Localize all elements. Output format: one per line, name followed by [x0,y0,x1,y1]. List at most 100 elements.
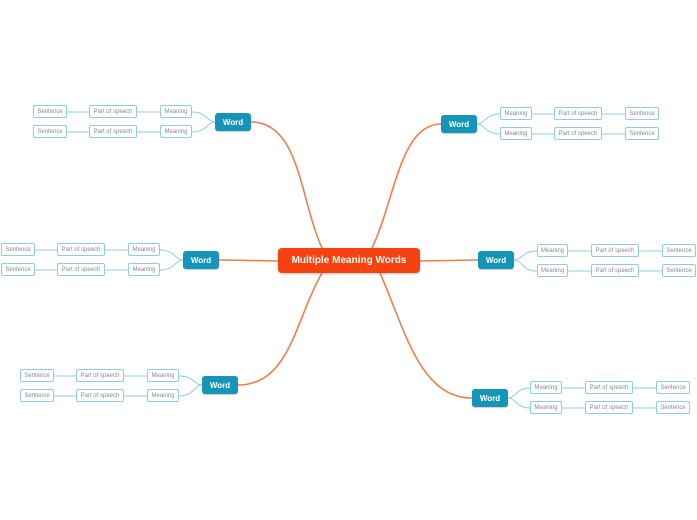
part-of-speech-label: Part of speech [558,130,598,137]
meaning-node[interactable]: Meaning [128,263,160,276]
word-node-bottom-right[interactable]: Word [472,389,508,407]
word-node-bottom-left[interactable]: Word [202,376,238,394]
meaning-node[interactable]: Meaning [128,243,160,256]
part-of-speech-node[interactable]: Part of speech [585,381,633,394]
part-of-speech-node[interactable]: Part of speech [89,125,137,138]
meaning-node[interactable]: Meaning [530,381,562,394]
part-of-speech-node[interactable]: Part of speech [554,107,602,120]
sentence-label: Sentence [24,372,50,379]
part-of-speech-label: Part of speech [589,384,629,391]
sentence-label: Sentence [660,404,686,411]
part-of-speech-label: Part of speech [80,372,120,379]
sentence-node[interactable]: Sentence [662,264,696,277]
meaning-node[interactable]: Meaning [500,127,532,140]
main-link-top-right [371,123,442,249]
sentence-label: Sentence [629,110,655,117]
meaning-label: Meaning [504,110,528,117]
sentence-label: Sentence [629,130,655,137]
sentence-label: Sentence [37,128,63,135]
central-topic-label: Multiple Meaning Words [291,255,407,266]
part-of-speech-node[interactable]: Part of speech [76,369,124,382]
part-of-speech-label: Part of speech [61,266,101,273]
main-link-bottom-left [237,272,323,386]
part-of-speech-node[interactable]: Part of speech [76,389,124,402]
sentence-node[interactable]: Sentence [1,243,35,256]
part-of-speech-label: Part of speech [589,404,629,411]
sub-link [513,259,538,272]
sub-link [476,123,501,135]
meaning-label: Meaning [540,267,564,274]
meaning-node[interactable]: Meaning [500,107,532,120]
part-of-speech-node[interactable]: Part of speech [57,243,105,256]
sentence-node[interactable]: Sentence [625,127,659,140]
sub-link [476,113,501,125]
sentence-node[interactable]: Sentence [662,244,696,257]
sub-link [159,259,184,271]
meaning-node[interactable]: Meaning [160,105,192,118]
sentence-node[interactable]: Sentence [656,381,690,394]
sentence-node[interactable]: Sentence [1,263,35,276]
main-link-middle-right [419,259,479,262]
meaning-label: Meaning [534,384,558,391]
meaning-label: Meaning [540,247,564,254]
meaning-label: Meaning [151,392,175,399]
central-topic[interactable]: Multiple Meaning Words [278,248,420,273]
sentence-node[interactable]: Sentence [625,107,659,120]
part-of-speech-label: Part of speech [93,108,133,115]
main-link-bottom-right [379,272,473,399]
sub-link [159,249,184,261]
part-of-speech-label: Part of speech [93,128,133,135]
word-label: Word [479,393,501,403]
sentence-node[interactable]: Sentence [33,105,67,118]
meaning-node[interactable]: Meaning [147,389,179,402]
part-of-speech-node[interactable]: Part of speech [585,401,633,414]
word-node-top-left[interactable]: Word [215,113,251,131]
sentence-label: Sentence [5,266,31,273]
meaning-node[interactable]: Meaning [147,369,179,382]
part-of-speech-node[interactable]: Part of speech [591,244,639,257]
meaning-node[interactable]: Meaning [537,264,568,277]
word-node-middle-left[interactable]: Word [183,251,219,269]
sub-link [513,250,538,261]
part-of-speech-label: Part of speech [595,247,635,254]
sentence-label: Sentence [660,384,686,391]
meaning-label: Meaning [132,266,156,273]
sub-link [507,397,531,409]
main-link-middle-left [218,259,279,262]
word-label: Word [448,119,470,129]
meaning-label: Meaning [504,130,528,137]
part-of-speech-node[interactable]: Part of speech [554,127,602,140]
sub-link [191,121,216,133]
meaning-label: Meaning [164,128,188,135]
sentence-node[interactable]: Sentence [656,401,690,414]
part-of-speech-node[interactable]: Part of speech [57,263,105,276]
word-label: Word [190,255,212,265]
meaning-node[interactable]: Meaning [160,125,192,138]
main-link-top-left [250,121,323,249]
sentence-label: Sentence [37,108,63,115]
sentence-label: Sentence [5,246,31,253]
meaning-node[interactable]: Meaning [530,401,562,414]
meaning-label: Meaning [164,108,188,115]
part-of-speech-node[interactable]: Part of speech [591,264,639,277]
meaning-label: Meaning [534,404,558,411]
sentence-label: Sentence [666,267,692,274]
sub-link [178,384,203,397]
part-of-speech-label: Part of speech [595,267,635,274]
meaning-label: Meaning [151,372,175,379]
part-of-speech-node[interactable]: Part of speech [89,105,137,118]
word-node-top-right[interactable]: Word [441,115,477,133]
meaning-label: Meaning [132,246,156,253]
sub-link [191,111,216,123]
sentence-node[interactable]: Sentence [20,389,54,402]
sentence-node[interactable]: Sentence [33,125,67,138]
word-label: Word [209,380,231,390]
sentence-label: Sentence [24,392,50,399]
sentence-label: Sentence [666,247,692,254]
part-of-speech-label: Part of speech [558,110,598,117]
word-node-middle-right[interactable]: Word [478,251,514,269]
sub-link [507,387,531,399]
meaning-node[interactable]: Meaning [537,244,568,257]
sentence-node[interactable]: Sentence [20,369,54,382]
